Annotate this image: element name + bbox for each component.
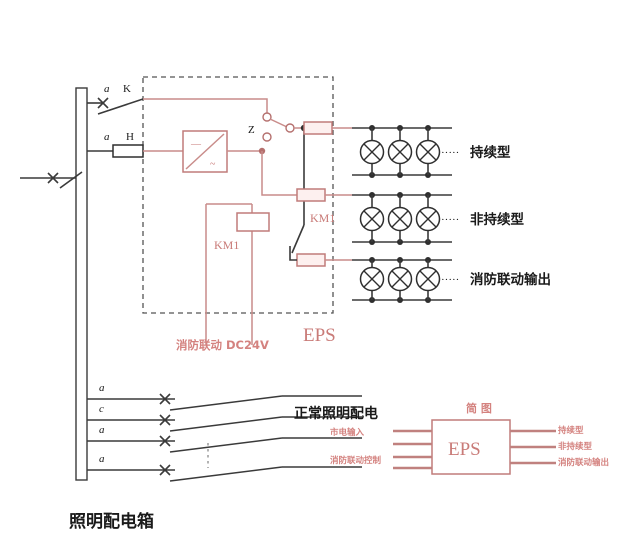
inverter-ac-symbol: ~ [210, 159, 216, 170]
summary-output-label-1: 持续型 [558, 425, 584, 436]
fuse-icon-h [112, 144, 144, 158]
km1-coil-circuit [205, 203, 270, 345]
summary-title: 简 图 [466, 401, 492, 415]
distribution-branch-1-label: a [99, 382, 105, 394]
output-row-2-label: 非持续型 [470, 211, 524, 228]
transfer-switch-blade [269, 118, 288, 128]
eps-label: EPS [303, 325, 336, 346]
summary-output-label-3: 消防联动输出 [558, 457, 609, 468]
second-branch-device-label: H [126, 131, 134, 143]
summary-eps-text: EPS [448, 439, 481, 460]
output-fuse-3 [296, 253, 326, 267]
transfer-switch-common-terminal [285, 123, 295, 133]
inverter-dc-symbol: — [190, 139, 202, 150]
distribution-branch-1 [87, 393, 362, 411]
row-1-ellipsis: ····· [441, 147, 459, 159]
top-branch-device-label: K [123, 83, 131, 95]
km1-coil-label: KM1 [214, 238, 239, 252]
output-circuit-row-1 [352, 125, 452, 178]
top-branch-switch-group [87, 97, 144, 115]
top-branch-phase-label: a [104, 83, 110, 95]
distribution-branch-2 [87, 414, 362, 432]
distribution-branch-3 [87, 435, 362, 453]
output-circuit-row-3 [352, 257, 452, 303]
summary-block: EPS [393, 419, 556, 475]
page-title: 照明配电箱 [69, 511, 154, 532]
summary-eps-box [431, 419, 511, 475]
distribution-branch-2-label: c [99, 403, 104, 415]
output-row-1-label: 持续型 [470, 144, 511, 161]
busbar [75, 87, 88, 481]
row-3-ellipsis: ····· [441, 274, 459, 286]
summary-input-label-2: 消防联动控制 [330, 455, 382, 466]
second-branch-phase-label: a [104, 131, 110, 143]
row-2-ellipsis: ····· [441, 214, 459, 226]
distribution-branch-4-label: a [99, 453, 105, 465]
dc-supply-label: 消防联动 DC24V [176, 338, 269, 352]
second-branch-fuse-group [87, 144, 144, 158]
km1-coil [236, 212, 270, 232]
transfer-switch-upper-terminal [262, 112, 272, 122]
transfer-switch-lower-terminal [262, 132, 272, 142]
inverter-symbol: — ~ [182, 130, 228, 173]
distribution-branch-3-label: a [99, 424, 105, 436]
bypass-mains-wire [143, 98, 268, 113]
output-circuit-row-2 [352, 192, 452, 245]
output-fuse-2 [296, 188, 326, 202]
summary-input-label-1: 市电输入 [330, 427, 365, 438]
normal-lighting-label: 正常照明配电 [294, 405, 378, 422]
km1-contact [289, 224, 305, 261]
output-row-3-label: 消防联动输出 [470, 271, 551, 288]
km1-contact-label: KM1 [310, 211, 335, 225]
inverter-lower-feed-wire [261, 151, 297, 196]
transfer-switch-label: Z [248, 124, 255, 136]
summary-output-label-2: 非持续型 [558, 441, 593, 452]
distribution-branch-4 [87, 464, 362, 482]
incoming-supply-line [20, 171, 83, 189]
output-fuse-1 [303, 121, 333, 135]
transfer-switch-z [262, 112, 304, 142]
